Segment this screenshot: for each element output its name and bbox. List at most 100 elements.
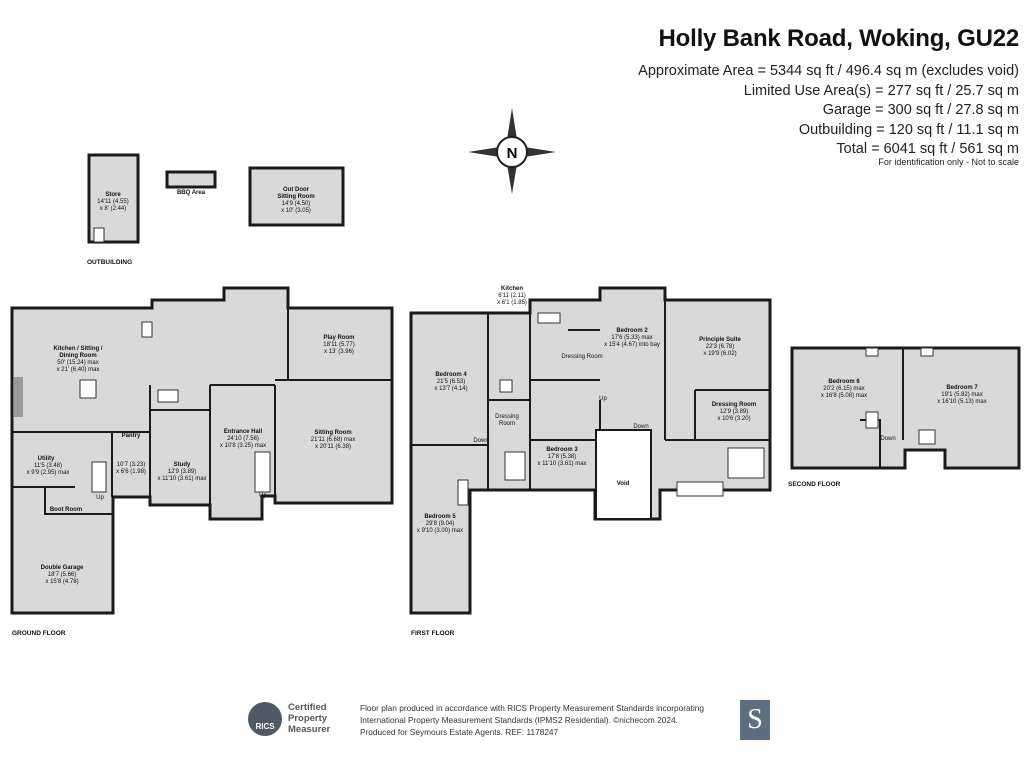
room-study-name: Study [174, 462, 191, 468]
page-title: Holly Bank Road, Woking, GU22 [658, 25, 1020, 52]
footer-line-1: Floor plan produced in accordance with R… [360, 703, 705, 713]
room-utility-dim1: 11'5 (3.48) [34, 463, 62, 469]
room-fkitchen-dim1: 6'11 (2.11) [498, 293, 526, 299]
room-bbq-name: BBQ Area [177, 190, 206, 196]
stairs-up-label-2: Up [96, 495, 104, 501]
room-bed2-name: Bedroom 2 [616, 328, 648, 334]
room-kitchen-dim2: x 21' (6.40) max [57, 367, 100, 373]
room-hall-name: Entrance Hall [224, 429, 263, 435]
second-floor-plan [790, 346, 1021, 470]
room-dress3-name: Dressing [495, 414, 519, 420]
room-pantry-dim1: 10'7 (3.23) [117, 462, 146, 468]
floor-label-ground: GROUND FLOOR [12, 630, 66, 637]
room-bed3-dim1: 17'8 (5.38) [548, 454, 577, 460]
room-bed2-dim2: x 15'4 (4.67) into bay [604, 342, 660, 348]
room-bed5-name: Bedroom 5 [424, 514, 456, 520]
rics-certified-text: Certified Property Measurer [288, 702, 330, 735]
room-garage-dim1: 18'7 (5.66) [48, 572, 77, 578]
room-bed3-name: Bedroom 3 [546, 447, 578, 453]
room-utility-name: Utility [38, 456, 55, 462]
room-bed5-dim2: x 9'10 (3.00) max [417, 528, 463, 534]
rics-cert-line-2: Property [288, 713, 328, 724]
footer-line-2: International Property Measurement Stand… [360, 715, 678, 725]
compass-letter: N [507, 145, 518, 162]
room-garage-name: Double Garage [41, 565, 84, 571]
rics-certification: RICS Certified Property Measurer [248, 702, 358, 738]
room-outdoor-name: Out Door [283, 187, 310, 193]
room-fkitchen-name: Kitchen [501, 286, 523, 292]
room-sitting-dim2: x 20'11 (6.38) [315, 444, 351, 450]
floor-label-first: FIRST FLOOR [411, 630, 455, 637]
room-bed6-dim1: 20'2 (6.15) max [823, 386, 865, 392]
room-kitchen-name: Kitchen / Sitting / [54, 346, 103, 352]
room-bed7-dim1: 19'1 (5.82) max [941, 392, 983, 398]
room-outdoor-dim1: 14'9 (4.50) [282, 201, 311, 207]
room-study-dim1: 12'9 (3.89) [168, 469, 197, 475]
room-dress2-name: Dressing Room [712, 402, 756, 408]
room-kitchen-name2: Dining Room [59, 353, 96, 359]
room-bed2-dim1: 17'6 (5.33) max [611, 335, 653, 341]
footer-line-3: Produced for Seymours Estate Agents. REF… [360, 727, 559, 737]
room-dress3-name2: Room [499, 421, 515, 427]
room-garage-dim2: x 15'8 (4.78) [45, 579, 78, 585]
footer-notice: Floor plan produced in accordance with R… [360, 702, 740, 738]
room-bed4-dim2: x 13'7 (4.14) [434, 386, 467, 392]
room-playroom-dim2: x 13' (3.96) [324, 349, 354, 355]
room-hall-dim1: 24'10 (7.56) [227, 436, 259, 442]
room-principle-dim1: 22'3 (6.78) [706, 344, 735, 350]
room-kitchen-dim1: 50' (15.24) max [57, 360, 99, 366]
room-outdoor-name2: Sitting Room [277, 194, 314, 200]
area-total: Total = 6041 sq ft / 561 sq m [836, 141, 1019, 157]
compass-icon: N [468, 108, 556, 194]
floor-label-outbuilding: OUTBUILDING [87, 259, 132, 266]
room-dress2-dim2: x 10'6 (3.20) [717, 416, 750, 422]
room-principle-dim2: x 19'9 (6.02) [703, 351, 736, 357]
rics-cert-line-3: Measurer [288, 724, 331, 735]
outbuilding-plan [87, 153, 345, 244]
room-fkitchen-dim2: x 6'1 (1.85) [497, 300, 527, 306]
room-store-dim1: 14'11 (4.55) [97, 199, 128, 205]
room-utility-dim2: x 9'9 (2.95) max [27, 470, 70, 476]
room-outdoor-dim2: x 10' (3.05) [281, 208, 311, 214]
rics-cert-line-1: Certified [288, 702, 327, 713]
room-pantry-name: Pantry [122, 433, 141, 439]
area-outbuilding: Outbuilding = 120 sq ft / 11.1 sq m [798, 121, 1019, 138]
room-store-name: Store [105, 192, 121, 198]
stairs-down-label-second: Down [880, 436, 895, 442]
stairs-up-label: Up [259, 493, 267, 499]
area-limited-use: Limited Use Area(s) = 277 sq ft / 25.7 s… [743, 82, 1019, 99]
stairs-down-label: Down [473, 438, 488, 444]
room-principle-name: Principle Suite [699, 337, 741, 343]
room-playroom-dim1: 18'11 (5.77) [323, 342, 354, 348]
room-sitting-name: Sitting Room [314, 430, 351, 436]
room-sitting-dim1: 21'11 (6.68) max [311, 437, 355, 443]
room-void-name: Void [617, 481, 630, 487]
ground-floor-plan [10, 286, 394, 615]
room-pantry-dim2: x 6'6 (1.98) [116, 469, 146, 475]
rics-logo-icon: RICS [248, 702, 282, 736]
room-bed4-dim1: 21'5 (6.53) [437, 379, 466, 385]
area-approximate: Approximate Area = 5344 sq ft / 496.4 sq… [638, 63, 1019, 79]
room-bed7-dim2: x 16'10 (5.13) max [937, 399, 987, 405]
stairs-up-label-first: Up [599, 396, 607, 402]
room-bed5-dim1: 29'8 (9.04) [426, 521, 455, 527]
first-floor-plan [409, 286, 772, 615]
stairs-down-label-2: Down [633, 424, 648, 430]
room-bed6-dim2: x 16'8 (5.08) max [821, 393, 867, 399]
area-garage: Garage = 300 sq ft / 27.8 sq m [822, 102, 1019, 118]
room-playroom-name: Play Room [323, 335, 354, 341]
room-bed3-dim2: x 11'10 (3.61) max [537, 461, 586, 467]
room-dress2-dim1: 12'9 (3.89) [720, 409, 749, 415]
room-bed6-name: Bedroom 6 [828, 379, 860, 385]
room-study-dim2: x 11'10 (3.61) max [157, 476, 206, 482]
room-bootroom-name: Boot Room [50, 507, 82, 513]
seymours-logo-icon: S [740, 700, 770, 740]
disclaimer-note: For identification only - Not to scale [878, 157, 1019, 167]
room-dress1-name: Dressing Room [561, 354, 602, 360]
room-bed4-name: Bedroom 4 [435, 372, 467, 378]
area-summary: Approximate Area = 5344 sq ft / 496.4 sq… [638, 62, 1019, 160]
room-hall-dim2: x 10'8 (3.25) max [220, 443, 266, 449]
floor-label-second: SECOND FLOOR [788, 481, 841, 488]
room-store-dim2: x 8' (2.44) [100, 206, 127, 212]
